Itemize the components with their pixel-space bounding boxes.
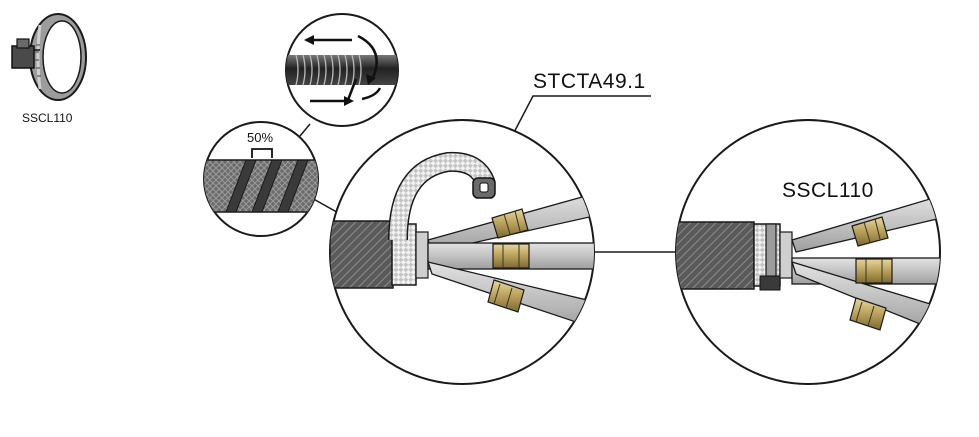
wrap-direction-detail (285, 13, 399, 127)
clamp-icon-caption: SSCL110 (22, 111, 73, 125)
hose-clamp-icon (11, 13, 87, 101)
overlap-detail (203, 121, 319, 237)
wrap-direction-arrows-icon (304, 34, 382, 106)
tape-part-label: STCTA49.1 (533, 70, 646, 93)
clamp-part-label: SSCL110 (782, 179, 874, 202)
tape-wrap-detail (329, 119, 595, 385)
clamp-installed-detail (675, 119, 941, 385)
overlap-percent-label: 50% (247, 130, 274, 145)
